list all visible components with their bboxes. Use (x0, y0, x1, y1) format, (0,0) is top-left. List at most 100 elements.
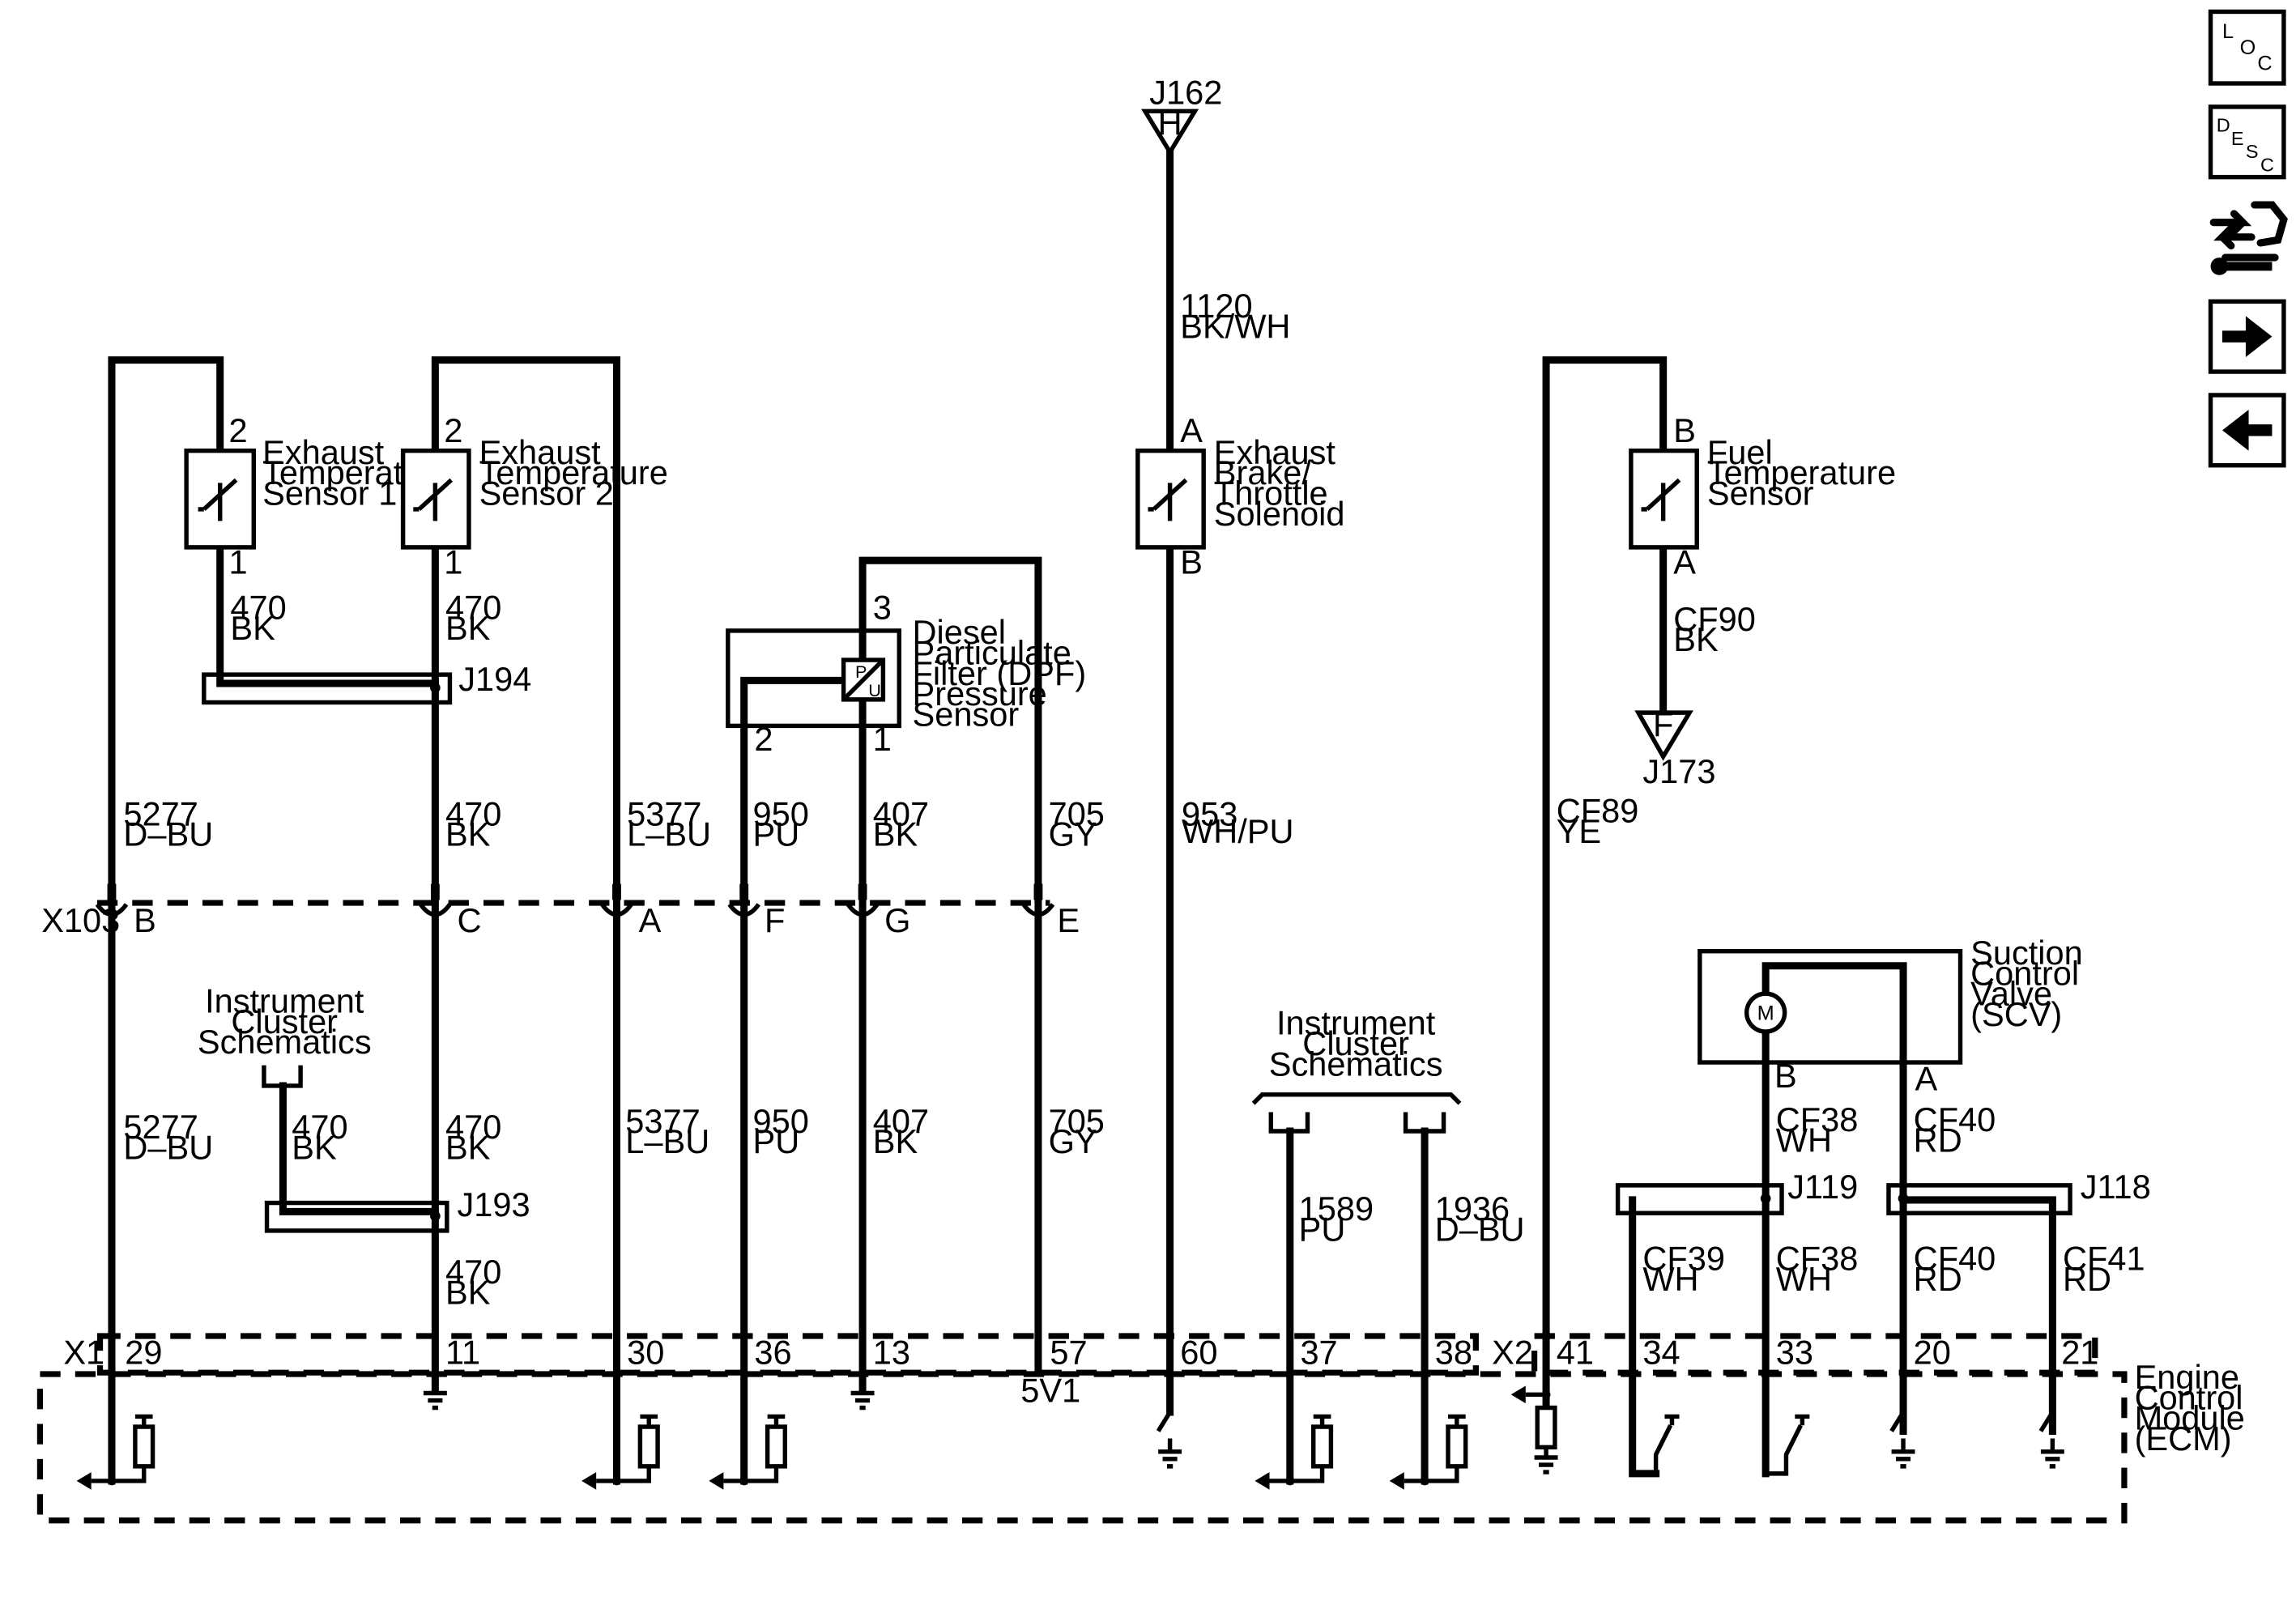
wire-label-circuit: 1589 (1299, 1189, 1374, 1228)
wire-label-circuit: 470 (445, 1108, 501, 1146)
x2-label: X2 (1492, 1333, 1533, 1371)
dpf-label-1: Diesel (913, 613, 1006, 651)
wire-label-color: YE (1557, 812, 1601, 850)
x1-pin-label: 37 (1300, 1333, 1337, 1371)
j119-label: J119 (1787, 1168, 1858, 1206)
splice-pack-j193: J193 (264, 1185, 530, 1233)
x1-pin-label: 36 (754, 1333, 791, 1371)
wire-470-ets1 (216, 545, 439, 687)
wire-label-color: WH/PU (1182, 812, 1293, 850)
arrow-left-icon (2222, 410, 2273, 451)
wire-label-color: BK/WH (1180, 307, 1290, 345)
x103-pin-label: B (134, 901, 156, 939)
splice-pack-j194: J194 (202, 660, 531, 705)
x2-pin-label: 20 (1914, 1333, 1951, 1371)
x103-cavity-b: B (95, 883, 156, 939)
ecm-label-1: Engine (2135, 1358, 2239, 1396)
x1-label: X1 (63, 1333, 104, 1371)
connector-x103: X103 B C A F G E (41, 883, 1080, 939)
next-page-button[interactable] (2208, 299, 2286, 374)
wire-label-circuit: 705 (1049, 1102, 1105, 1140)
solenoid-pin-bottom: B (1180, 543, 1203, 581)
ics-right-label-2: Cluster (1302, 1024, 1409, 1062)
terminal-j173: F J173 (1634, 705, 1715, 790)
x1-pin-label: 60 (1180, 1333, 1217, 1371)
exhaust-brake-throttle-solenoid: A B Exhaust Brake/ Throttle Solenoid (1135, 411, 1345, 581)
ets1-pin-bottom: 1 (229, 543, 248, 581)
wire-label-circuit: 470 (445, 794, 501, 832)
ground-symbol-13 (850, 1389, 875, 1411)
dpf-p-letter: P (855, 662, 867, 682)
wire-label-color: BK (445, 1128, 491, 1166)
wire-label-circuit: 953 (1182, 794, 1237, 832)
solenoid-label-4: Solenoid (1214, 495, 1345, 533)
wire-label-circuit: 470 (445, 1253, 501, 1291)
terminal-j162: H J162 (1141, 73, 1222, 157)
ets2-label-3: Sensor 2 (479, 474, 614, 512)
wire-label-color: BK (1673, 620, 1719, 658)
x103-pin-label: E (1057, 901, 1080, 939)
ets1-label-1: Exhaust (262, 433, 385, 471)
previous-page-button[interactable] (2208, 393, 2286, 468)
x103-label: X103 (41, 901, 120, 939)
ics-left-label-2: Cluster (231, 1002, 338, 1040)
wire-label-circuit: 5277 (123, 794, 198, 832)
connector-wrench-icon (2209, 201, 2288, 262)
wire-cf39 (1629, 1196, 1660, 1478)
wire-label-color: WH (1776, 1260, 1832, 1298)
desc-letter: C (2260, 154, 2274, 175)
j173-label: J173 (1642, 752, 1715, 790)
x103-pin-label: G (884, 901, 910, 939)
x2-pin-label: 33 (1776, 1333, 1813, 1371)
wire-label-color: BK (230, 609, 275, 647)
wire-label-circuit: CF90 (1673, 600, 1756, 638)
ics-right-label-3: Schematics (1269, 1045, 1443, 1083)
x103-cavity-e: E (1021, 883, 1080, 939)
ets2-pin-bottom: 1 (444, 543, 462, 581)
wire-label-color: RD (1914, 1260, 1962, 1298)
j118-label: J118 (2081, 1168, 2151, 1206)
scv-pin-a: A (1915, 1059, 1937, 1097)
j162-label: J162 (1149, 73, 1222, 111)
ecm-input-circuit-36 (709, 1414, 788, 1490)
solenoid-label-1: Exhaust (1214, 433, 1336, 471)
wire-label-circuit: CF40 (1914, 1240, 1996, 1278)
wire-470 (431, 356, 620, 1485)
ics-left-label-3: Schematics (198, 1023, 372, 1061)
ecm-input-circuit-29 (76, 1414, 155, 1490)
desc-button[interactable]: D E S C (2208, 104, 2286, 180)
x1-pin-label: 13 (873, 1333, 910, 1371)
x103-pin-label: A (639, 901, 662, 939)
ecm-input-circuit-30 (581, 1414, 660, 1490)
x1-pin-label: 38 (1435, 1333, 1472, 1371)
dpf-label-5: Sensor (913, 695, 1020, 733)
wire-470-instrument (279, 1082, 439, 1215)
fts-label-2: Temperature (1707, 453, 1896, 491)
desc-letter: S (2246, 141, 2259, 162)
instrument-cluster-reference-left[interactable]: Instrument Cluster Schematics (198, 982, 372, 1088)
loc-button[interactable]: L O C (2208, 9, 2286, 86)
loc-letter: C (2257, 53, 2272, 75)
arrow-right-icon (2222, 316, 2273, 357)
desc-letter: E (2231, 128, 2244, 149)
wire-label-color: GY (1049, 815, 1097, 853)
instrument-cluster-reference-right[interactable]: Instrument Cluster Schematics (1251, 1004, 1462, 1134)
wire-label-color: WH (1642, 1260, 1698, 1298)
wire-cf89 (1542, 356, 1668, 1412)
wire-label-circuit: 5377 (627, 794, 701, 832)
ecm-driver-switch-20 (1889, 1411, 1915, 1469)
fts-label-1: Fuel (1707, 433, 1773, 471)
dpf-pin-right: 1 (873, 720, 892, 758)
ground-symbol-11 (423, 1389, 447, 1411)
x1-pin-label: 30 (627, 1333, 664, 1371)
dpf-pin-left: 2 (754, 720, 773, 758)
ets2-label-1: Exhaust (479, 433, 602, 471)
wire-5277 (108, 356, 224, 1485)
connector-view-button[interactable] (2209, 201, 2288, 275)
scv-label-2: Control (1970, 954, 2079, 992)
fts-pin-top: B (1673, 411, 1696, 449)
wire-label-color: BK (445, 1273, 491, 1311)
scv-label-1: Suction (1970, 934, 2083, 972)
